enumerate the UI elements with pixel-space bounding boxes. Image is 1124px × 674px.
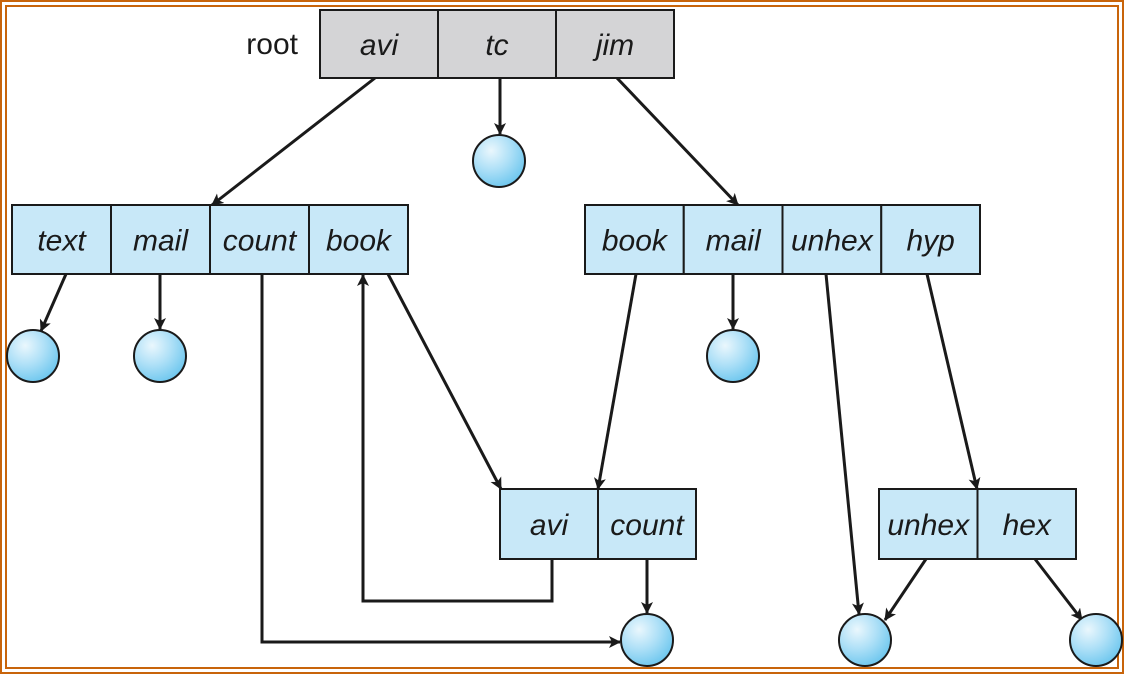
directory-root: avi tc jim [319, 9, 675, 79]
directory-entry-label: text [37, 225, 87, 258]
directory-entry-label: tc [485, 29, 508, 62]
file-node-count-file[interactable] [620, 613, 674, 667]
directory-entry-label: jim [592, 29, 634, 62]
directory-entry-label: hyp [906, 225, 954, 258]
edge-hyp_dir-hex-to-hex_file [1033, 558, 1084, 621]
directory-entry-label: book [326, 225, 393, 258]
edge-root-avi-to-avi_dir [211, 76, 376, 207]
directory-hyp-dir: unhex hex [878, 488, 1077, 560]
directory-entry-cell[interactable] [555, 9, 675, 79]
directory-book-dir: avi count [499, 488, 697, 560]
directory-entry-cell[interactable] [880, 204, 981, 275]
directory-entry-label: mail [133, 225, 189, 258]
directory-entry-cell[interactable] [308, 204, 409, 275]
directory-entry-label: hex [1003, 509, 1052, 542]
edge-jim_dir-hyp-to-hyp_dir [925, 273, 981, 490]
file-node-mail-file-jim[interactable] [706, 329, 760, 383]
edge-avi_dir-text-to-text_file [39, 273, 68, 332]
edge-jim_dir-book-to-book_dir [594, 273, 638, 490]
directory-entry-cell[interactable] [597, 488, 697, 560]
file-node-tc-file[interactable] [472, 134, 526, 188]
directory-avi-dir: text mail count book [11, 204, 409, 275]
edge-book_dir-avi-to-avi_dir-book [357, 274, 554, 603]
edge-jim_dir-unhex-to-unhex_file [824, 273, 864, 615]
directory-entry-cell[interactable] [976, 488, 1077, 560]
directory-entry-label: count [610, 509, 685, 542]
directory-entry-label: unhex [791, 225, 874, 258]
directory-entry-cell[interactable] [878, 488, 979, 560]
directory-entry-cell[interactable] [584, 204, 685, 275]
file-node-unhex-file[interactable] [838, 613, 892, 667]
file-node-text-file[interactable] [6, 329, 60, 383]
directory-jim-dir: book mail unhex hyp [584, 204, 981, 275]
directory-entry-cell[interactable] [209, 204, 310, 275]
edge-root-jim-to-jim_dir [615, 76, 740, 207]
directory-entry-label: mail [706, 225, 762, 258]
directory-entry-label: unhex [887, 509, 970, 542]
directory-entry-cell[interactable] [319, 9, 439, 79]
edge-avi_dir-count-to-count_file [260, 274, 621, 648]
file-node-mail-file-avi[interactable] [133, 329, 187, 383]
edge-hyp_dir-unhex-to-unhex_file [883, 558, 928, 621]
directory-entry-cell[interactable] [11, 204, 112, 275]
directory-entry-cell[interactable] [437, 9, 557, 79]
directory-entry-label: avi [360, 29, 400, 62]
file-node-hex-file[interactable] [1069, 613, 1123, 667]
directory-entry-label: book [602, 225, 669, 258]
directory-entry-label: count [223, 225, 298, 258]
directory-entry-label: avi [530, 509, 570, 542]
edges-layer [39, 76, 1084, 648]
directory-entry-cell[interactable] [682, 204, 784, 275]
directory-entry-cell[interactable] [110, 204, 211, 275]
root-label: root [246, 28, 298, 61]
edge-avi_dir-book-to-book_dir [386, 273, 503, 490]
files-layer [6, 134, 1123, 667]
